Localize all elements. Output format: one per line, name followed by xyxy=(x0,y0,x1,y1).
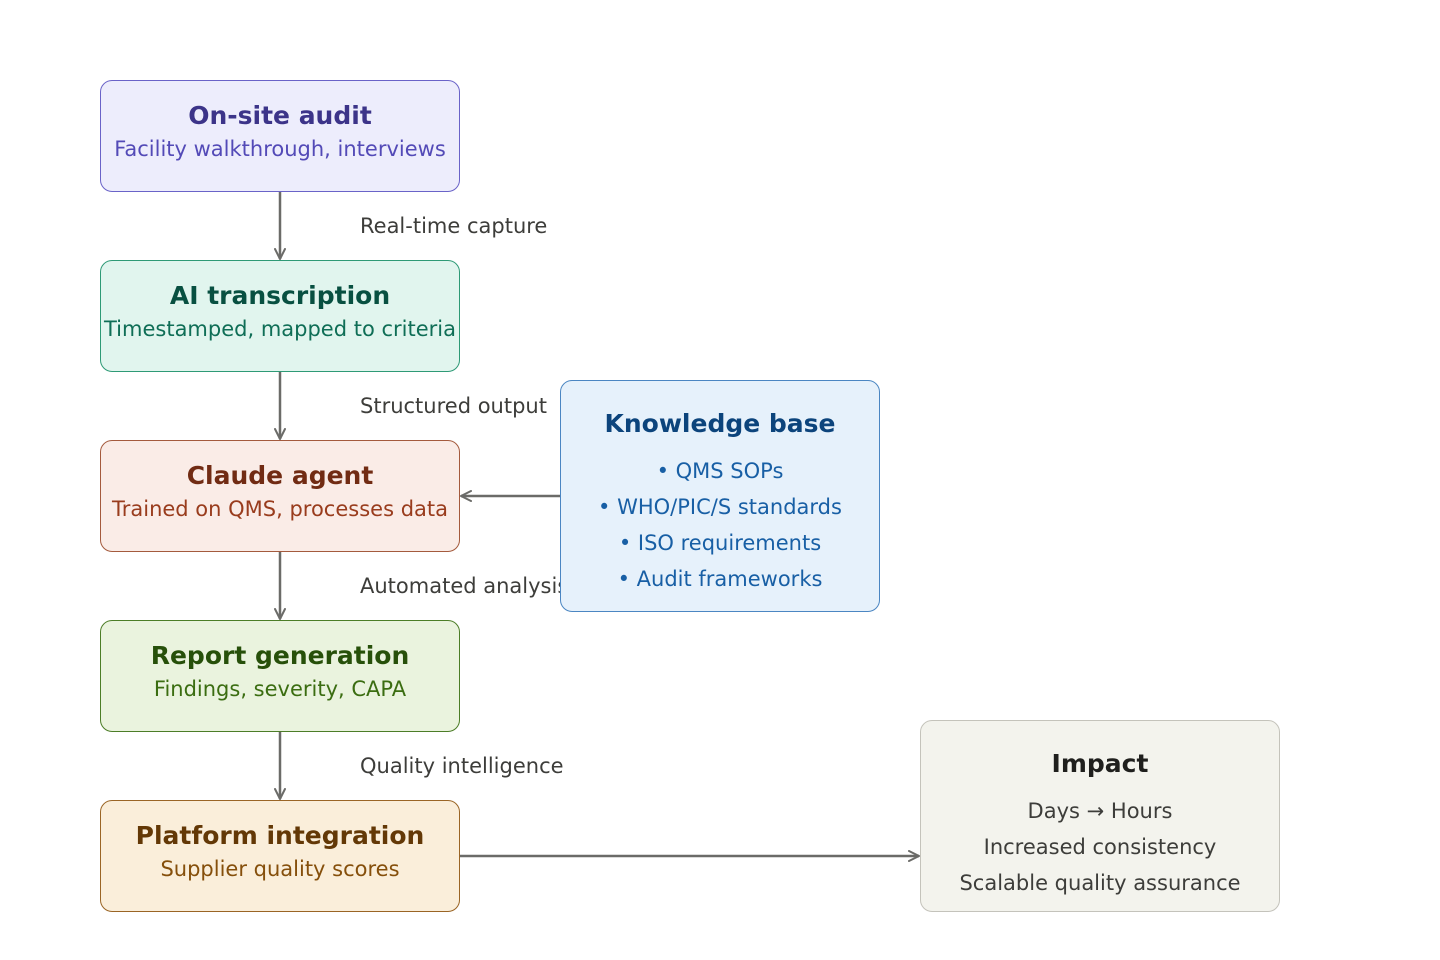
knowledge-base-box: Knowledge base • QMS SOPs • WHO/PIC/S st… xyxy=(560,380,880,612)
stage-subtitle: Trained on QMS, processes data xyxy=(111,497,448,521)
impact-item: Increased consistency xyxy=(983,835,1217,859)
stage-title: On-site audit xyxy=(188,101,372,130)
stage-title: AI transcription xyxy=(169,281,391,310)
knowledge-base-title: Knowledge base xyxy=(604,409,836,438)
stage-claude-agent: Claude agent Trained on QMS, processes d… xyxy=(100,440,460,552)
edge-label-automated-analysis: Automated analysis xyxy=(360,574,569,598)
stage-subtitle: Facility walkthrough, interviews xyxy=(114,137,446,161)
stage-subtitle: Supplier quality scores xyxy=(160,857,400,881)
impact-item: Scalable quality assurance xyxy=(959,871,1241,895)
knowledge-base-item: • QMS SOPs xyxy=(656,459,784,483)
stage-onsite-audit: On-site audit Facility walkthrough, inte… xyxy=(100,80,460,192)
knowledge-base-item: • ISO requirements xyxy=(618,531,822,555)
knowledge-base-item: • WHO/PIC/S standards xyxy=(598,495,842,519)
stage-subtitle: Findings, severity, CAPA xyxy=(153,677,407,701)
edge-label-structured-output: Structured output xyxy=(360,394,547,418)
stage-subtitle: Timestamped, mapped to criteria xyxy=(104,317,456,341)
knowledge-base-item: • Audit frameworks xyxy=(617,567,823,591)
edge-label-real-time-capture: Real-time capture xyxy=(360,214,548,238)
stage-title: Report generation xyxy=(150,641,410,670)
stage-platform-integration: Platform integration Supplier quality sc… xyxy=(100,800,460,912)
stage-report-generation: Report generation Findings, severity, CA… xyxy=(100,620,460,732)
impact-item: Days → Hours xyxy=(1027,799,1173,823)
stage-title: Platform integration xyxy=(135,821,425,850)
stage-title: Claude agent xyxy=(186,461,374,490)
impact-box: Impact Days → Hours Increased consistenc… xyxy=(920,720,1280,912)
edge-label-quality-intelligence: Quality intelligence xyxy=(360,754,564,778)
impact-title: Impact xyxy=(1051,749,1149,778)
impact-list: Days → Hours Increased consistency Scala… xyxy=(921,793,1279,901)
knowledge-base-list: • QMS SOPs • WHO/PIC/S standards • ISO r… xyxy=(561,453,879,597)
stage-ai-transcription: AI transcription Timestamped, mapped to … xyxy=(100,260,460,372)
